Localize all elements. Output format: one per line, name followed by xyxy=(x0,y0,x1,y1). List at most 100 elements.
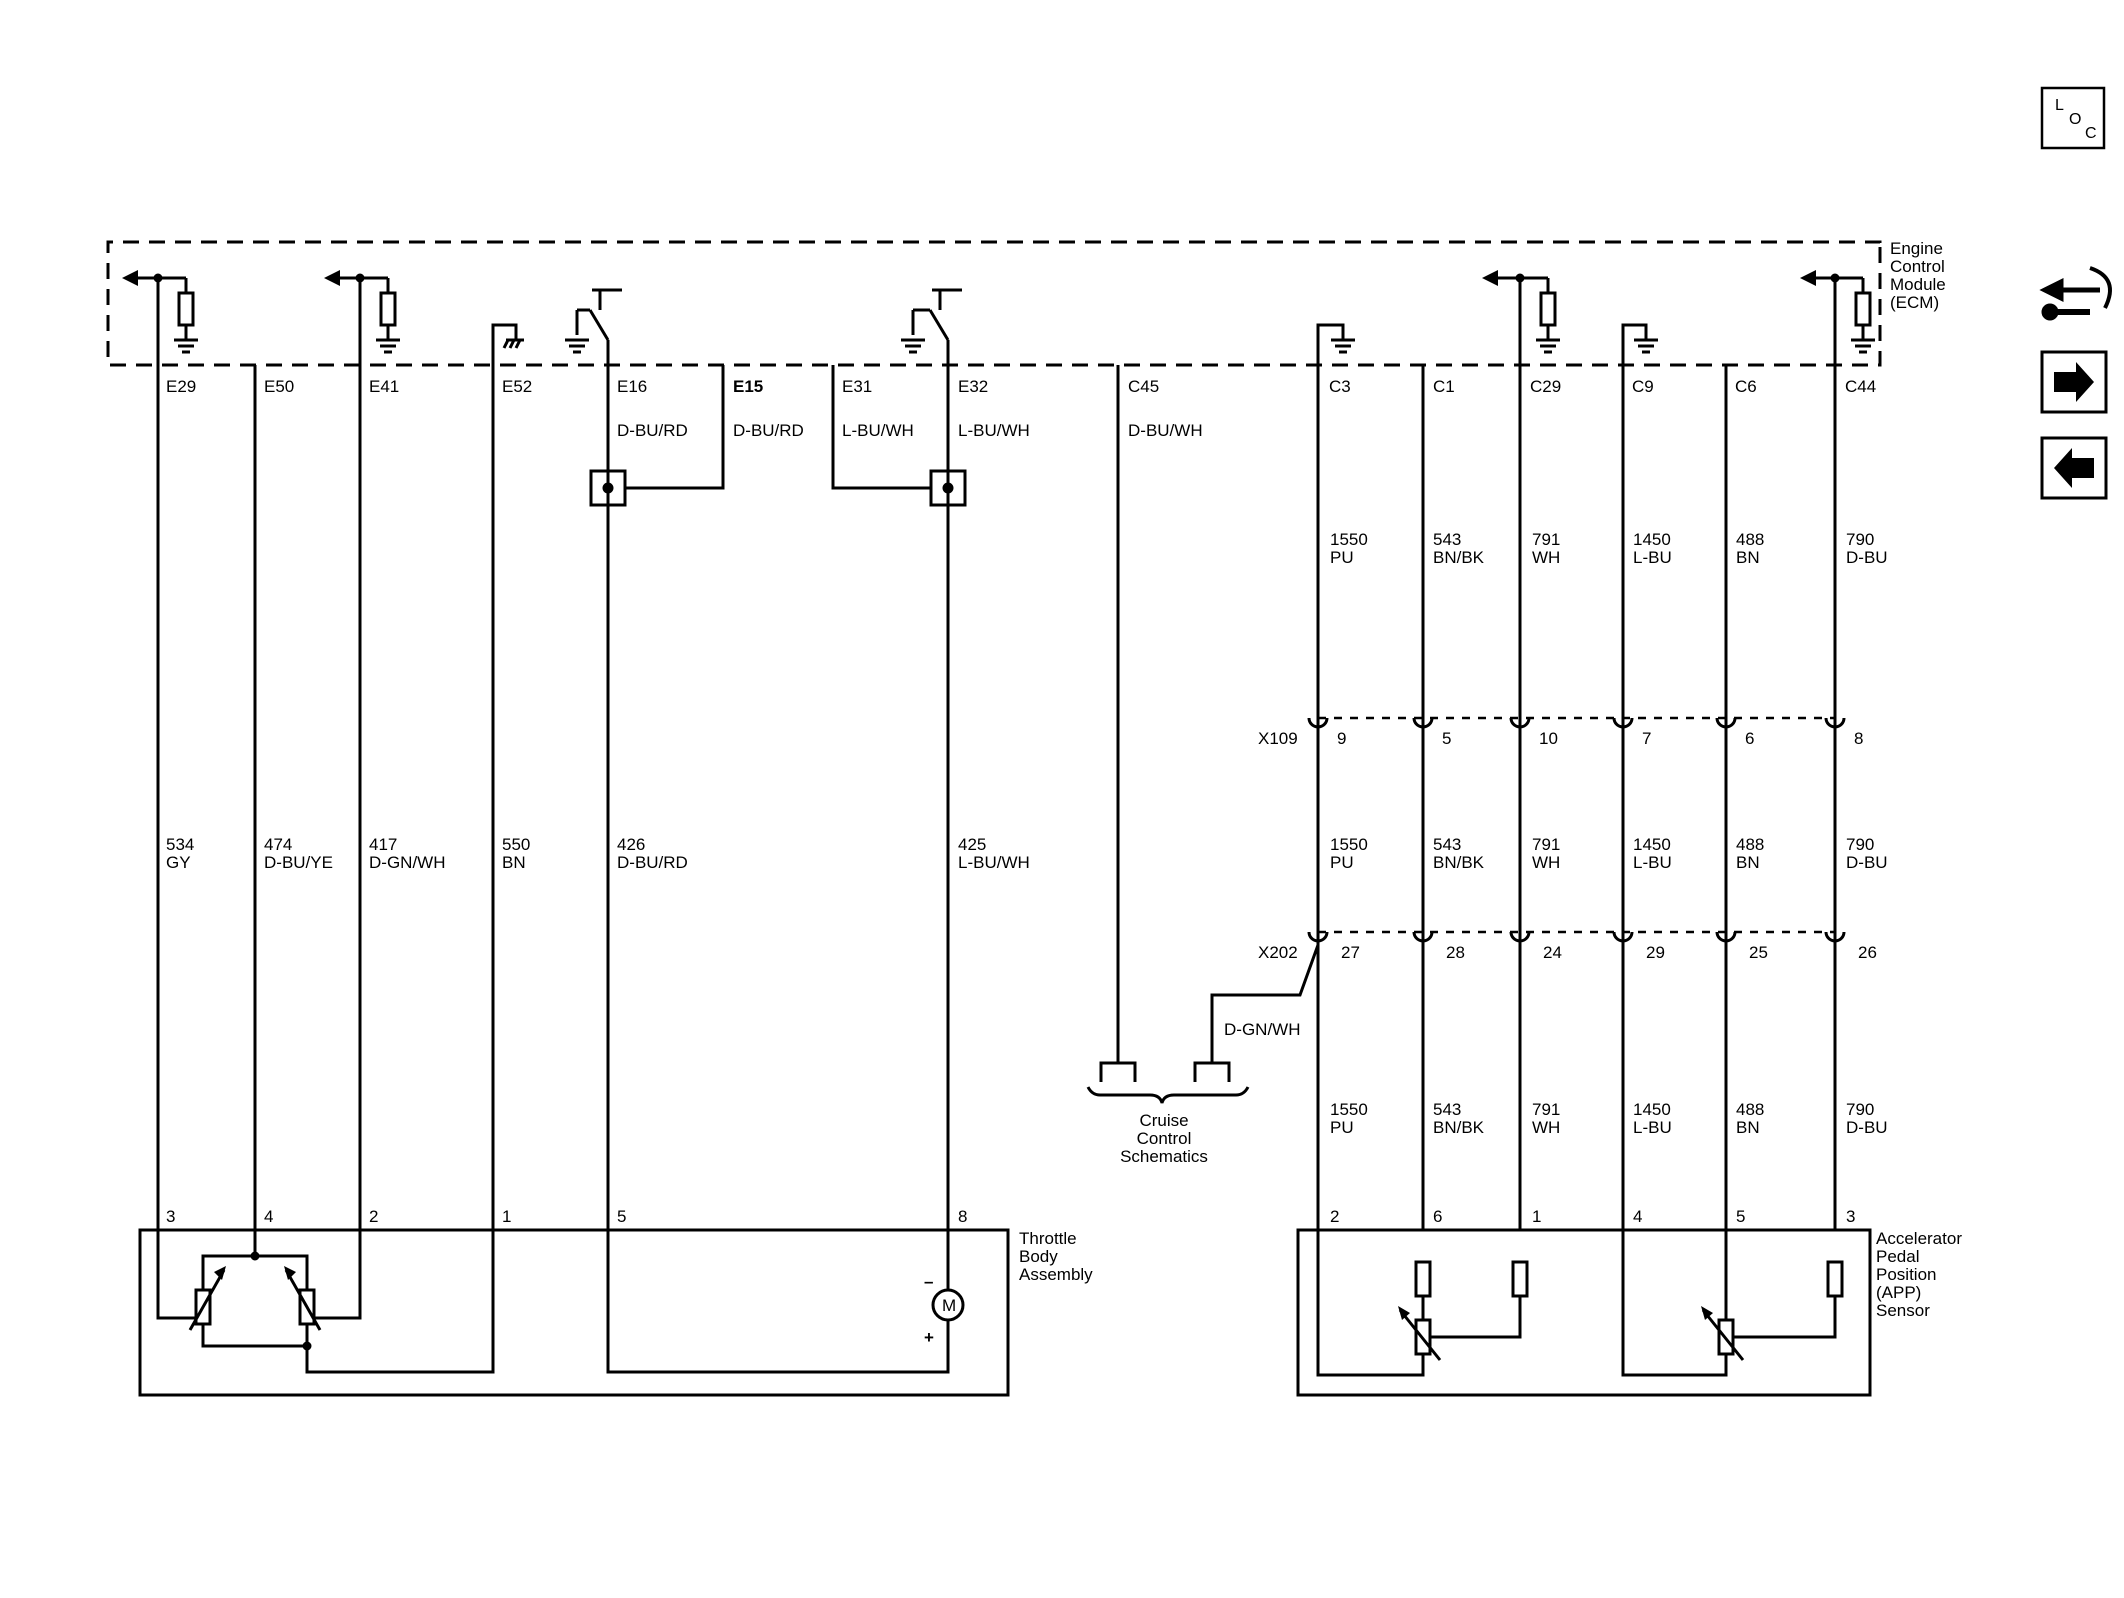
app-circuit-1450-top: 1450 xyxy=(1633,530,1671,549)
app-color-488-mid: BN xyxy=(1736,853,1760,872)
app-circuit-1450-bottom: 1450 xyxy=(1633,1100,1671,1119)
app-color-1450-top: L-BU xyxy=(1633,548,1672,567)
app-circuit-1550-top: 1550 xyxy=(1330,530,1368,549)
circuit-425: 425 xyxy=(958,835,986,854)
app-color-1550-top: PU xyxy=(1330,548,1354,567)
app-pin-5: 5 xyxy=(1736,1207,1745,1226)
x202-pin-24: 24 xyxy=(1543,943,1562,962)
color-425: L-BU/WH xyxy=(958,853,1030,872)
pin-label-e31: E31 xyxy=(842,377,872,396)
motor-negative: – xyxy=(924,1272,933,1291)
cruise-labels: D-GN/WH Cruise Control Schematics xyxy=(1120,1020,1300,1166)
app-label-line-1: Accelerator xyxy=(1876,1229,1962,1248)
circuit-550: 550 xyxy=(502,835,530,854)
app-circuit-543-bottom: 543 xyxy=(1433,1100,1461,1119)
ecm-boundary xyxy=(106,240,1882,367)
pin-label-c3: C3 xyxy=(1329,377,1351,396)
app-color-543-top: BN/BK xyxy=(1433,548,1485,567)
loc-icon-l: L xyxy=(2055,97,2064,114)
pin-label-e52: E52 xyxy=(502,377,532,396)
pin-label-e32: E32 xyxy=(958,377,988,396)
app-label-line-5: Sensor xyxy=(1876,1301,1930,1320)
pin-label-e41: E41 xyxy=(369,377,399,396)
pin-label-e15: E15 xyxy=(733,377,763,396)
app-sensor-pins: 2 6 1 4 5 3 xyxy=(1330,1207,1855,1226)
x109-labels: X109 9 5 10 7 6 8 xyxy=(1258,729,1863,748)
app-circuit-543-top: 543 xyxy=(1433,530,1461,549)
motor: M – + xyxy=(924,1272,956,1347)
app-circuit-790-mid: 790 xyxy=(1846,835,1874,854)
app-circuit-488-mid: 488 xyxy=(1736,835,1764,854)
app-circuit-790-bottom: 790 xyxy=(1846,1100,1874,1119)
circuit-474: 474 xyxy=(264,835,292,854)
color-474: D-BU/YE xyxy=(264,853,333,872)
diagnostic-icon[interactable] xyxy=(2039,266,2112,321)
pin-label-c29: C29 xyxy=(1530,377,1561,396)
motor-symbol: M xyxy=(942,1296,956,1315)
app-circuit-1550-mid: 1550 xyxy=(1330,835,1368,854)
app-wire-labels-mid: 1550 PU 543 BN/BK 791 WH 1450 L-BU 488 B… xyxy=(1330,835,1888,872)
loc-icon-c: C xyxy=(2085,125,2097,142)
next-arrow-icon[interactable] xyxy=(2040,350,2108,414)
throttle-wires xyxy=(156,365,1120,1230)
throttle-label-line-2: Body xyxy=(1019,1247,1058,1266)
pin-label-c1: C1 xyxy=(1433,377,1455,396)
ecm-label-line-2: Control xyxy=(1890,257,1945,276)
throttle-body-assembly xyxy=(138,1228,1010,1397)
ecm-internal-circuits xyxy=(122,270,1875,365)
app-color-790-bottom: D-BU xyxy=(1846,1118,1888,1137)
tb-pin-1: 1 xyxy=(502,1207,511,1226)
tb-pin-2: 2 xyxy=(369,1207,378,1226)
pin-label-e29: E29 xyxy=(166,377,196,396)
app-color-791-mid: WH xyxy=(1532,853,1560,872)
inline-connectors xyxy=(1307,716,1846,943)
app-pin-4: 4 xyxy=(1633,1207,1642,1226)
tb-pin-3: 3 xyxy=(166,1207,175,1226)
app-circuit-791-top: 791 xyxy=(1532,530,1560,549)
x202-pin-27: 27 xyxy=(1341,943,1360,962)
throttle-body-pins: 3 4 2 1 5 8 xyxy=(166,1207,967,1226)
app-circuit-791-mid: 791 xyxy=(1532,835,1560,854)
throttle-label-line-3: Assembly xyxy=(1019,1265,1093,1284)
app-color-790-top: D-BU xyxy=(1846,548,1888,567)
app-color-1550-bottom: PU xyxy=(1330,1118,1354,1137)
throttle-body-label: Throttle Body Assembly xyxy=(1019,1229,1093,1284)
app-color-488-top: BN xyxy=(1736,548,1760,567)
app-circuit-543-mid: 543 xyxy=(1433,835,1461,854)
app-circuit-791-bottom: 791 xyxy=(1532,1100,1560,1119)
wire-color-c45: D-BU/WH xyxy=(1128,421,1203,440)
x109-pin-10: 10 xyxy=(1539,729,1558,748)
app-sensor-label: Accelerator Pedal Position (APP) Sensor xyxy=(1876,1229,1962,1320)
loc-icon-o: O xyxy=(2069,111,2081,128)
previous-arrow-icon[interactable] xyxy=(2040,436,2108,500)
circuit-426: 426 xyxy=(617,835,645,854)
app-label-line-4: (APP) xyxy=(1876,1283,1921,1302)
app-color-543-mid: BN/BK xyxy=(1433,853,1485,872)
pin-label-e16: E16 xyxy=(617,377,647,396)
ecm-label-line-1: Engine xyxy=(1890,239,1943,258)
app-wires xyxy=(1316,365,1837,1230)
app-color-790-mid: D-BU xyxy=(1846,853,1888,872)
splice-labels: D-BU/RD D-BU/RD L-BU/WH L-BU/WH D-BU/WH xyxy=(617,421,1203,440)
x202-pin-26: 26 xyxy=(1858,943,1877,962)
app-color-1450-bottom: L-BU xyxy=(1633,1118,1672,1137)
app-label-line-2: Pedal xyxy=(1876,1247,1919,1266)
ecm-label-line-4: (ECM) xyxy=(1890,293,1939,312)
loc-icon[interactable]: L O C xyxy=(2040,86,2106,150)
circuit-534: 534 xyxy=(166,835,194,854)
ecm-pin-labels: E29 E50 E41 E52 E16 E15 E31 E32 C45 C3 C… xyxy=(166,377,1876,396)
ecm-label: Engine Control Module (ECM) xyxy=(1890,239,1946,312)
app-pin-3: 3 xyxy=(1846,1207,1855,1226)
app-pin-6: 6 xyxy=(1433,1207,1442,1226)
x202-pin-29: 29 xyxy=(1646,943,1665,962)
pin-label-e50: E50 xyxy=(264,377,294,396)
cruise-label-line-3: Schematics xyxy=(1120,1147,1208,1166)
app-color-1550-mid: PU xyxy=(1330,853,1354,872)
ecm-label-line-3: Module xyxy=(1890,275,1946,294)
cruise-label-line-1: Cruise xyxy=(1139,1111,1188,1130)
x109-name: X109 xyxy=(1258,729,1298,748)
pin-label-c45: C45 xyxy=(1128,377,1159,396)
cruise-control-connectors xyxy=(1086,944,1320,1104)
app-sensor-assembly xyxy=(1296,1228,1872,1397)
